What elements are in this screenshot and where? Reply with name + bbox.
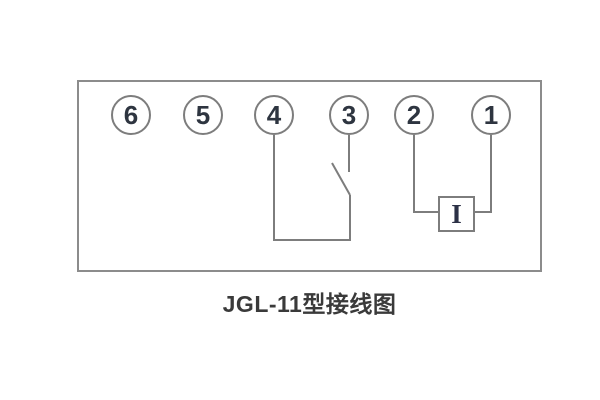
terminal-5: 5: [183, 95, 223, 135]
current-coil-label: I: [451, 198, 462, 229]
terminal-2: 2: [394, 95, 434, 135]
terminal-2-label: 2: [406, 100, 422, 130]
terminal-4: 4: [254, 95, 294, 135]
relay-outline: [77, 80, 542, 272]
coil-right-wire: [475, 135, 492, 213]
terminal-6-label: 6: [123, 100, 139, 130]
current-coil-box: I: [438, 196, 475, 232]
contact-wire: [273, 135, 351, 241]
terminal-3-label: 3: [341, 100, 357, 130]
terminal-5-label: 5: [195, 100, 211, 130]
terminal-6: 6: [111, 95, 151, 135]
coil-left-wire: [413, 135, 438, 213]
terminal-4-label: 4: [266, 100, 282, 130]
terminal-1: 1: [471, 95, 511, 135]
terminal-3: 3: [329, 95, 369, 135]
terminal-1-label: 1: [483, 100, 499, 130]
diagram-caption: JGL-11型接线图: [222, 291, 397, 317]
switch-blade: [331, 162, 351, 196]
